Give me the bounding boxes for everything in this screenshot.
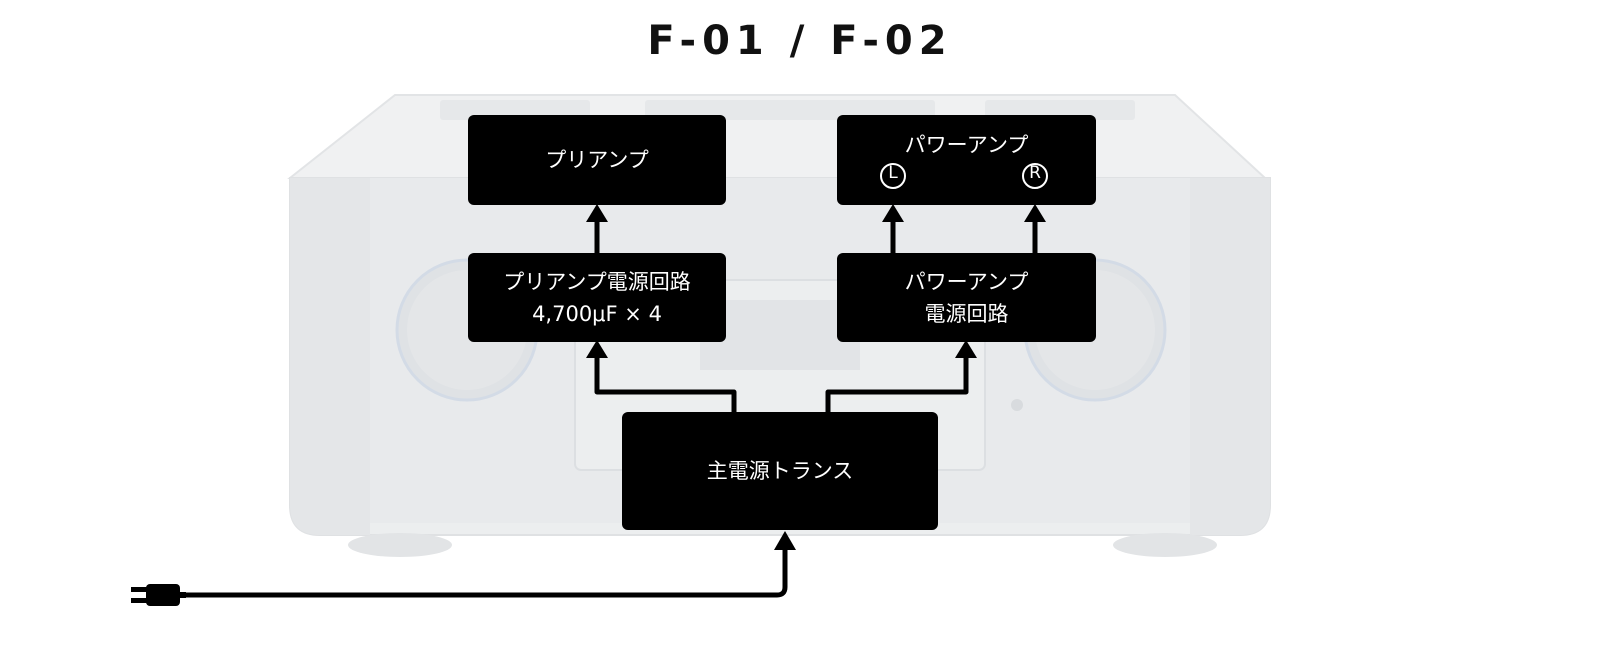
arrowhead-preamp (586, 204, 608, 222)
left-channel-badge: L (880, 163, 906, 189)
main-transformer-label: 主電源トランス (706, 459, 854, 483)
preamp-label: プリアンプ (545, 148, 649, 172)
poweramp-psu-line2: 電源回路 (924, 301, 1009, 326)
arrowhead-power-right (1024, 204, 1046, 222)
arrowhead-transformer (774, 531, 796, 550)
arrowheads (586, 204, 1046, 550)
poweramp-box: パワーアンプ L R (837, 115, 1096, 205)
poweramp-psu-line1: パワーアンプ (904, 269, 1029, 294)
poweramp-power-supply-box: パワーアンプ 電源回路 (837, 253, 1096, 342)
diagram-title: F-01 / F-02 (647, 18, 953, 64)
line-transformer-to-preamp-psu (594, 356, 737, 412)
channel-indicators: L R (837, 161, 1096, 191)
preamp-psu-line1: プリアンプ電源回路 (503, 269, 691, 294)
poweramp-label: パワーアンプ (904, 133, 1029, 157)
arrowhead-power-left (882, 204, 904, 222)
preamp-box: プリアンプ (468, 115, 726, 205)
power-plug-icon (131, 584, 186, 606)
arrowhead-power-psu (955, 340, 977, 358)
arrowhead-preamp-psu (586, 340, 608, 358)
main-transformer-box: 主電源トランス (622, 412, 938, 530)
right-channel-badge: R (1022, 163, 1048, 189)
preamp-power-supply-box: プリアンプ電源回路 4,700μF × 4 (468, 253, 726, 342)
preamp-psu-line2: 4,700μF × 4 (532, 301, 662, 326)
line-transformer-to-power-psu (825, 356, 969, 412)
line-power-cord-to-transformer (180, 548, 788, 598)
